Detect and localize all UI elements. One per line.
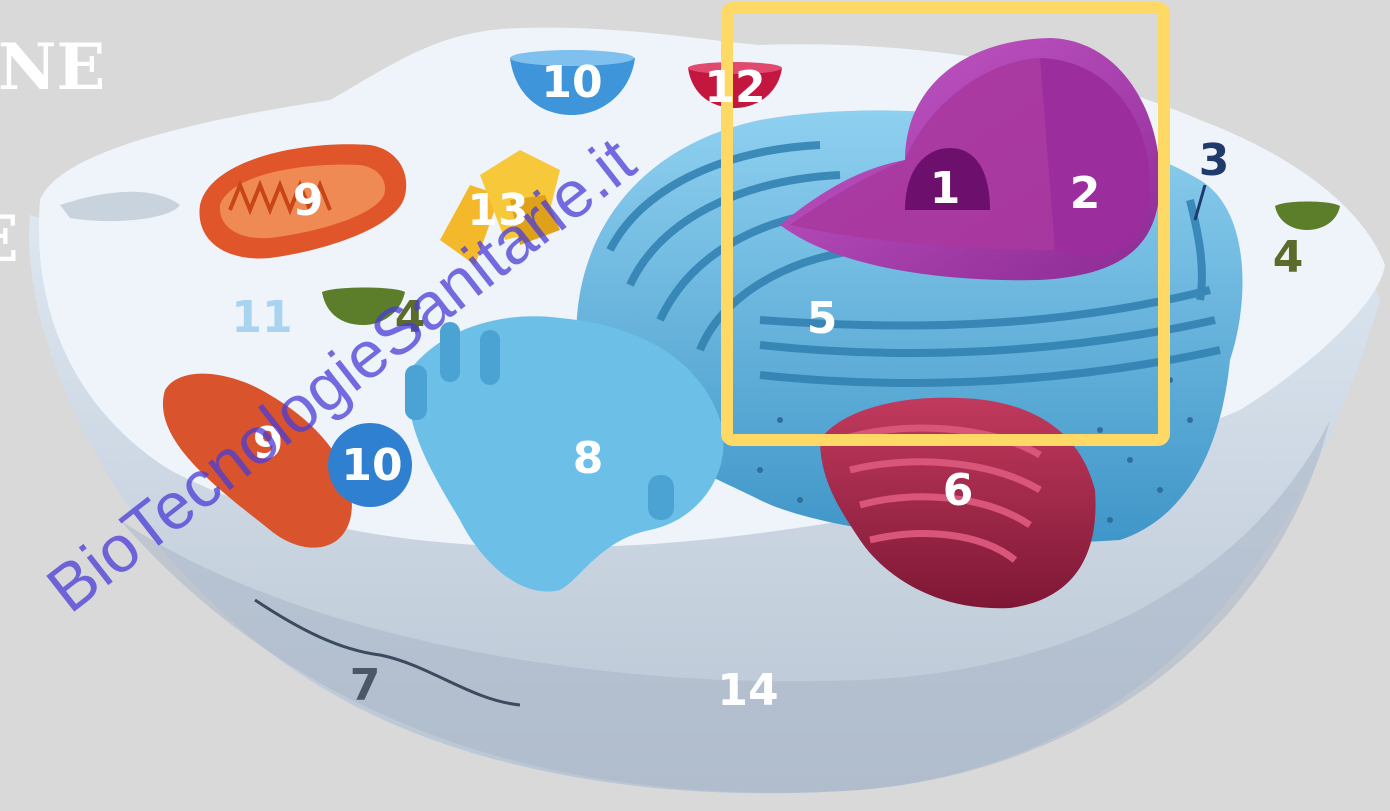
label-ribosome: 3 [1199,135,1230,186]
label-nucleolus: 1 [930,163,961,214]
label-cytoskeleton: 7 [350,660,381,711]
label-cell-membrane: 14 [717,665,778,716]
label-lysosome: 12 [704,62,765,113]
label-smooth-er: 8 [573,433,604,484]
label-golgi: 6 [943,465,974,516]
label-mitochondrion-top: 9 [293,175,324,226]
label-nucleus: 2 [1070,168,1101,219]
label-vesicle-right: 4 [1273,232,1304,283]
label-vacuole-top: 10 [541,57,602,108]
label-vacuole-bottom: 10 [341,440,402,491]
label-rough-er: 5 [807,293,838,344]
label-cytoplasm: 11 [231,292,292,343]
